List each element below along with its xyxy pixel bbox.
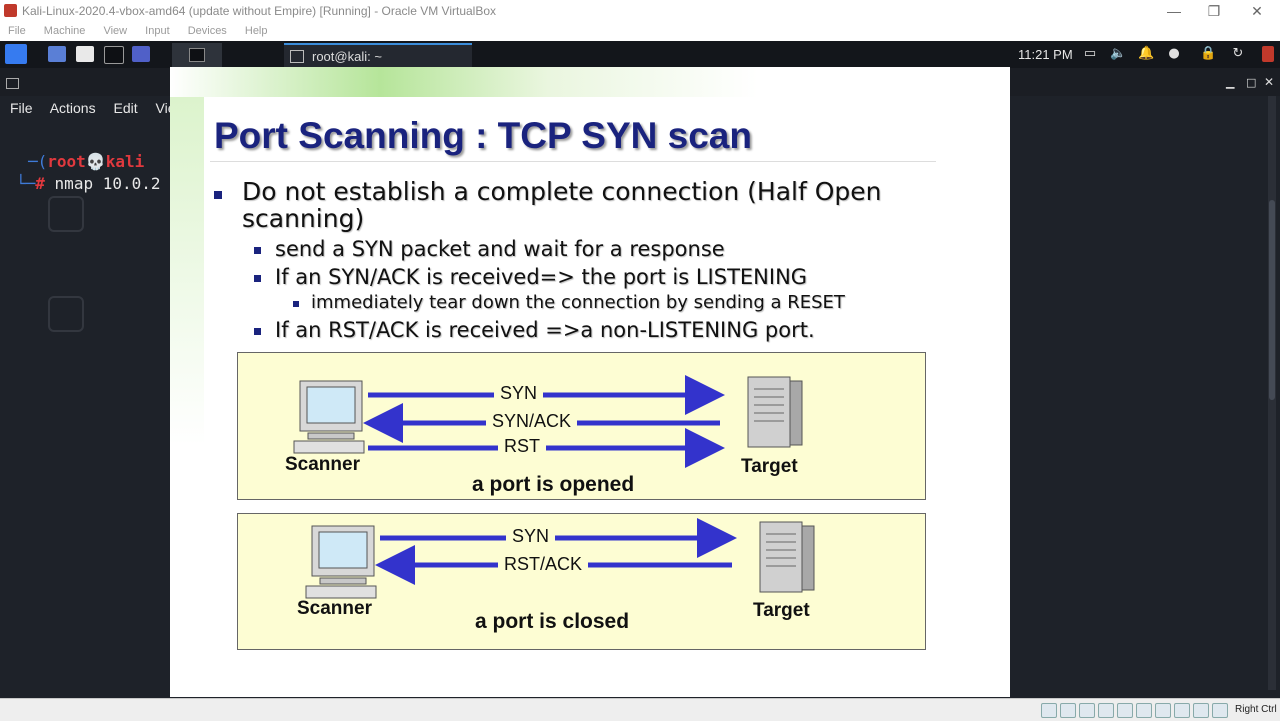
vbox-menu-bar: File Machine View Input Devices Help	[0, 22, 1280, 41]
bullet-square-icon	[293, 301, 299, 307]
minimize-icon[interactable]: —	[1167, 3, 1181, 19]
host-key-label: Right Ctrl	[1235, 704, 1277, 715]
recording-icon[interactable]	[1174, 703, 1190, 718]
open-caption: a port is opened	[472, 473, 635, 496]
scrollbar-thumb[interactable]	[1269, 200, 1275, 400]
term-close-icon[interactable]: ✕	[1264, 75, 1275, 89]
shared-folders-icon[interactable]	[1136, 703, 1152, 718]
volume-icon[interactable]: 🔈	[1110, 46, 1127, 61]
prompt-corner: └─	[16, 174, 36, 193]
vbox-status-bar: Right Ctrl	[0, 698, 1280, 721]
slide-title: Port Scanning : TCP SYN scan	[214, 115, 752, 156]
sub-bullet-3: If an RST/ACK is received =>a non-LISTEN…	[275, 318, 815, 342]
bullet-square-icon	[254, 275, 261, 282]
bullet-square-icon	[254, 247, 261, 254]
clock[interactable]: 11:21 PM	[1018, 47, 1073, 62]
restore-icon[interactable]: ❐	[1207, 3, 1221, 19]
prompt-symbol: #	[35, 174, 45, 193]
kali-taskbar: root@kali: ~	[0, 41, 1280, 69]
task-label: root@kali: ~	[312, 49, 382, 64]
title-divider	[210, 161, 936, 162]
scanner-computer-icon	[305, 525, 377, 599]
msg-syn-ack: SYN/ACK	[486, 411, 578, 432]
sub-bullet-1: send a SYN packet and wait for a respons…	[275, 237, 725, 261]
file-manager-icon[interactable]	[76, 46, 94, 62]
usb-icon[interactable]	[1117, 703, 1133, 718]
msg-syn: SYN	[494, 383, 544, 404]
notification-bell-icon[interactable]: 🔔	[1138, 46, 1155, 61]
terminal-icon	[290, 50, 304, 63]
sub-sub-bullet: immediately tear down the connection by …	[311, 292, 845, 313]
menu-help[interactable]: Help	[244, 25, 268, 37]
slide-decoration	[170, 67, 1010, 97]
target-label: Target	[741, 456, 798, 477]
optical-drive-icon[interactable]	[1060, 703, 1076, 718]
menu-file[interactable]: File	[8, 25, 26, 37]
menu-input[interactable]: Input	[145, 25, 170, 37]
refresh-icon[interactable]: ↻	[1232, 46, 1244, 61]
port-closed-diagram: SYN RST/ACK Scanner Target a port is clo…	[237, 513, 926, 650]
display-icon[interactable]: ▭	[1083, 46, 1097, 61]
virtualbox-app-icon	[4, 4, 17, 17]
cpu-icon[interactable]	[1193, 703, 1209, 718]
browser-icon[interactable]	[132, 46, 150, 62]
menu-machine[interactable]: Machine	[43, 25, 86, 37]
msg-rst-ack: RST/ACK	[498, 554, 589, 575]
prompt-host: kali	[105, 152, 145, 171]
sub-bullet-2: If an SYN/ACK is received=> the port is …	[275, 265, 808, 289]
show-desktop-icon[interactable]	[48, 46, 66, 62]
slide-decoration	[170, 67, 204, 697]
menu-devices[interactable]: Devices	[187, 25, 227, 37]
scanner-computer-icon	[293, 380, 365, 454]
faded-icon	[48, 196, 84, 232]
terminal-launcher-icon[interactable]	[104, 46, 124, 64]
display-icon[interactable]	[1155, 703, 1171, 718]
vbox-window-title: Kali-Linux-2020.4-vbox-amd64 (update wit…	[22, 4, 497, 18]
scanner-label: Scanner	[285, 454, 360, 475]
lock-icon[interactable]: 🔒	[1200, 46, 1217, 61]
term-maximize-icon[interactable]: □	[1246, 76, 1257, 89]
target-server-icon	[747, 376, 803, 448]
menu-view[interactable]: View	[103, 25, 128, 37]
term-menu-edit[interactable]: Edit	[113, 100, 138, 116]
kali-menu-icon[interactable]	[5, 44, 27, 64]
scanner-label: Scanner	[297, 598, 372, 619]
mouse-integration-icon[interactable]	[1212, 703, 1228, 718]
main-bullet-line-2: scanning)	[242, 204, 365, 233]
terminal-command: nmap 10.0.2	[54, 174, 161, 193]
network-adapter-icon[interactable]	[1098, 703, 1114, 718]
terminal-icon	[6, 78, 19, 89]
lecture-slide: Port Scanning : TCP SYN scan Do not esta…	[170, 67, 1010, 697]
hard-disk-icon[interactable]	[1041, 703, 1057, 718]
prompt-line-2[interactable]: └─# nmap 10.0.2	[16, 174, 161, 193]
prompt-bracket: ─(	[28, 152, 48, 171]
closed-caption: a port is closed	[475, 610, 630, 633]
msg-rst: RST	[498, 436, 546, 457]
audio-icon[interactable]	[1079, 703, 1095, 718]
main-bullet-line-1: Do not establish a complete connection (…	[242, 177, 882, 206]
power-icon[interactable]	[1262, 46, 1274, 62]
term-minimize-icon[interactable]: ▁	[1226, 76, 1235, 89]
close-icon[interactable]: ✕	[1251, 3, 1263, 19]
term-menu-actions[interactable]: Actions	[49, 100, 96, 116]
target-server-icon	[759, 521, 815, 593]
term-menu-file[interactable]: File	[10, 100, 33, 116]
port-open-diagram: SYN SYN/ACK RST Scanner Target a port is…	[237, 352, 926, 500]
port-open-graphics	[293, 375, 803, 468]
faded-icon	[48, 296, 84, 332]
terminal-icon	[189, 48, 205, 62]
bullet-square-icon	[254, 328, 261, 335]
bullet-square-icon	[214, 191, 222, 199]
prompt-line-1: ─(root💀kali	[28, 152, 144, 171]
port-closed-graphics	[305, 518, 815, 599]
vbox-title-bar[interactable]: Kali-Linux-2020.4-vbox-amd64 (update wit…	[0, 0, 1280, 22]
target-label: Target	[753, 600, 810, 621]
network-icon[interactable]: ●	[1168, 46, 1180, 61]
task-terminal-root-kali[interactable]: root@kali: ~	[284, 43, 472, 69]
prompt-user: root	[47, 152, 86, 171]
msg-syn: SYN	[506, 526, 556, 547]
workspace-terminal-button[interactable]	[172, 43, 222, 67]
skull-icon: 💀	[85, 152, 106, 171]
